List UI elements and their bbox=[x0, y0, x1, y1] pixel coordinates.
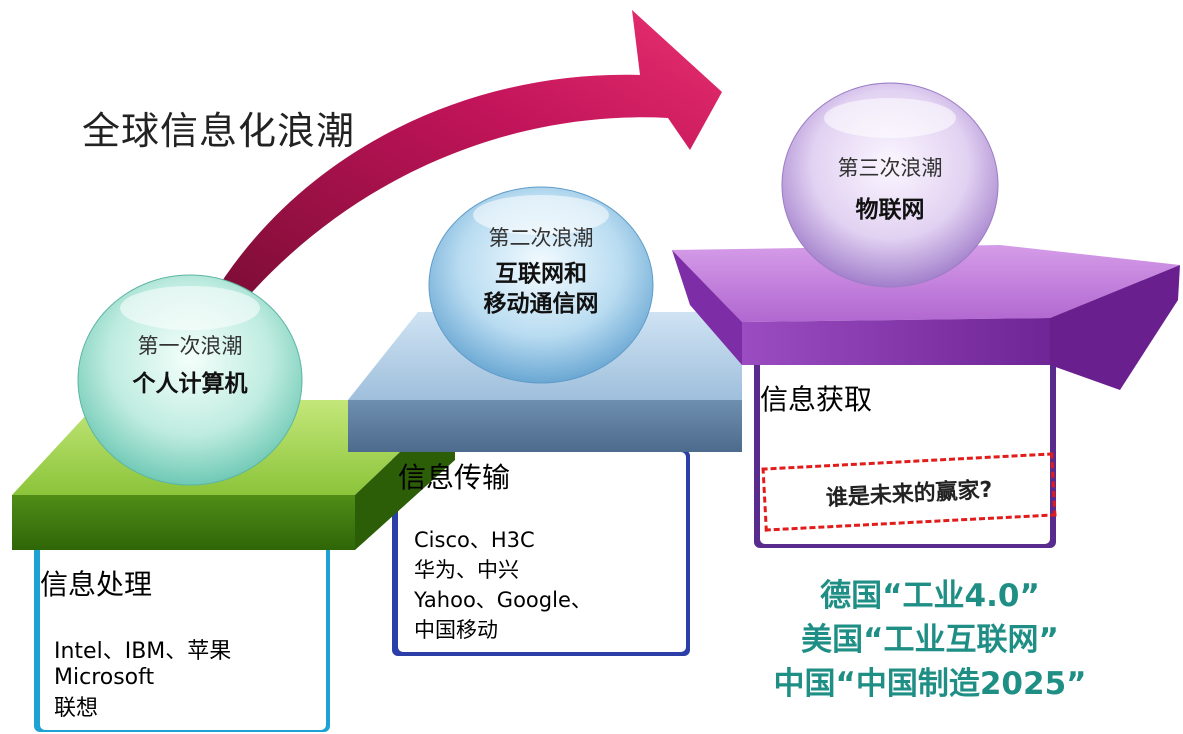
card2-line: Cisco、H3C bbox=[414, 528, 535, 552]
card2-line: 华为、中兴 bbox=[414, 558, 519, 582]
wave2-label: 第二次浪潮 bbox=[488, 226, 594, 250]
trend-arrow bbox=[210, 10, 722, 300]
card1-title: 信息处理 bbox=[40, 568, 153, 601]
question-text: 谁是未来的赢家? bbox=[825, 477, 994, 512]
step1-front bbox=[12, 495, 355, 550]
headline: 全球信息化浪潮 bbox=[82, 109, 356, 153]
card2-title: 信息传输 bbox=[398, 461, 511, 494]
wave3-label: 第三次浪潮 bbox=[837, 156, 943, 180]
sphere-wave3 bbox=[781, 82, 999, 288]
card1-line: Intel、IBM、苹果 bbox=[54, 639, 232, 664]
step3-front bbox=[742, 318, 1050, 365]
policy-usa: 美国“工业互联网” bbox=[801, 622, 1059, 658]
wave2-name-line1: 互联网和 bbox=[495, 261, 587, 287]
card2-line: Yahoo、Google、 bbox=[414, 588, 592, 612]
card-wave2: 信息传输 Cisco、H3C 华为、中兴 Yahoo、Google、 中国移动 bbox=[398, 456, 686, 651]
wave1-sphere-text: 第一次浪潮 个人计算机 bbox=[90, 330, 290, 400]
sphere-wave2 bbox=[428, 186, 654, 384]
card2-body: Cisco、H3C 华为、中兴 Yahoo、Google、 中国移动 bbox=[414, 524, 592, 644]
card3-title: 信息获取 bbox=[760, 383, 873, 416]
policy-china: 中国“中国制造2025” bbox=[773, 666, 1087, 702]
card1-body: Intel、IBM、苹果 Microsoft 联想 bbox=[54, 633, 231, 722]
step2-front bbox=[348, 400, 742, 452]
wave3-sphere-text: 第三次浪潮 物联网 bbox=[790, 152, 990, 226]
card1-line: Microsoft bbox=[54, 665, 155, 690]
card-wave3: 信息获取 bbox=[760, 366, 1050, 426]
wave2-name-line2: 移动通信网 bbox=[483, 290, 599, 317]
card2-line: 中国移动 bbox=[414, 618, 498, 642]
wave1-label: 第一次浪潮 bbox=[137, 334, 243, 358]
wave1-name: 个人计算机 bbox=[132, 371, 248, 397]
sphere-wave1 bbox=[77, 274, 303, 486]
card-wave1: 信息处理 Intel、IBM、苹果 Microsoft 联想 bbox=[40, 555, 326, 730]
wave2-sphere-text: 第二次浪潮 互联网和 移动通信网 bbox=[441, 222, 641, 320]
step3-top bbox=[672, 245, 1180, 322]
card1-line: 联想 bbox=[54, 696, 99, 721]
wave3-name: 物联网 bbox=[855, 197, 925, 223]
policy-germany: 德国“工业4.0” bbox=[820, 578, 1040, 614]
